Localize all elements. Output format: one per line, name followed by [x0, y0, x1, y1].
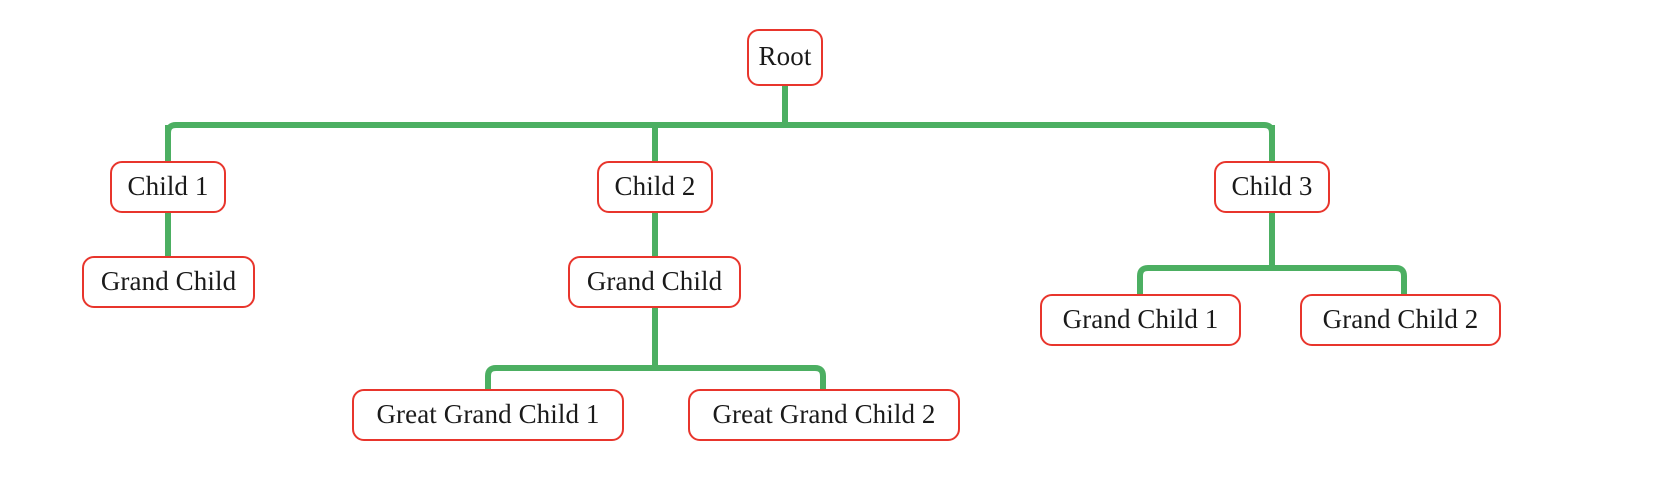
tree-node-label: Great Grand Child 1	[376, 398, 600, 429]
tree-node-child-1[interactable]: Child 1	[110, 161, 226, 213]
tree-node-child2-grand-child[interactable]: Grand Child	[568, 256, 741, 308]
tree-node-label: Grand Child	[586, 265, 723, 296]
tree-node-label: Great Grand Child 2	[712, 398, 936, 429]
edge-child3-grandchildren-bus	[1137, 265, 1407, 298]
tree-node-child-2[interactable]: Child 2	[597, 161, 713, 213]
tree-node-label: Child 1	[127, 170, 209, 201]
edge-greatgrandchild-bus	[485, 365, 826, 392]
tree-node-great-grand-child-2[interactable]: Great Grand Child 2	[688, 389, 960, 441]
tree-node-label: Root	[758, 41, 812, 71]
tree-node-label: Child 3	[1231, 170, 1313, 201]
tree-node-label: Grand Child 2	[1322, 303, 1479, 334]
tree-node-child3-grand-child-2[interactable]: Grand Child 2	[1300, 294, 1501, 346]
tree-node-child-3[interactable]: Child 3	[1214, 161, 1330, 213]
tree-node-label: Child 2	[614, 170, 696, 201]
tree-node-root[interactable]: Root	[747, 29, 823, 86]
tree-node-label: Grand Child 1	[1062, 303, 1219, 334]
tree-node-child1-grand-child[interactable]: Grand Child	[82, 256, 255, 308]
tree-node-label: Grand Child	[100, 265, 237, 296]
tree-node-great-grand-child-1[interactable]: Great Grand Child 1	[352, 389, 624, 441]
tree-node-child3-grand-child-1[interactable]: Grand Child 1	[1040, 294, 1241, 346]
